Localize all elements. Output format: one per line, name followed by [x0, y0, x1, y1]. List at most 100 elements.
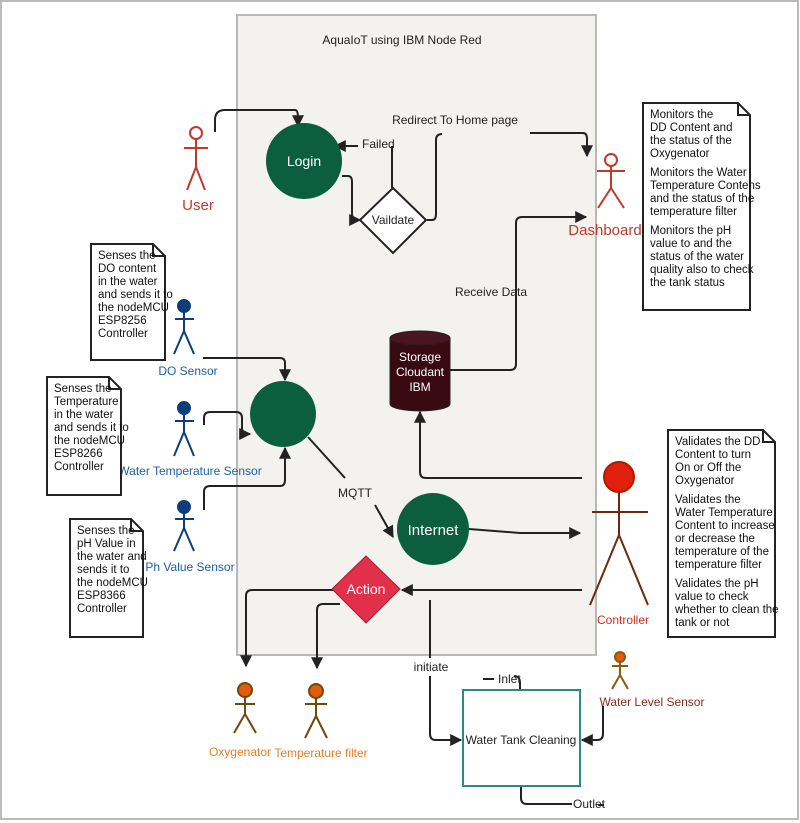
edge-action-oxygenator	[240, 589, 333, 668]
edge-temp-hub	[203, 411, 252, 440]
edge-initiate-tank	[429, 600, 461, 740]
note-line: and sends it to	[54, 422, 129, 434]
water-tank-node: Water Tank Cleaning	[462, 689, 581, 787]
label-redirect: Redirect To Home page	[392, 113, 518, 127]
note-line: and sends it to	[98, 289, 173, 301]
label-initiate: initiate	[414, 660, 449, 674]
temperature-filter-label: Temperature filter	[274, 746, 367, 760]
actor-water-temperature-sensor: Water Temperature Sensor	[118, 401, 262, 478]
edge-to-dashboard	[530, 132, 593, 158]
note-line: DO content	[98, 263, 157, 275]
actor-temperature-filter: Temperature filter	[274, 683, 368, 760]
stick-figure-icon	[304, 683, 328, 739]
actor-user: User	[182, 126, 214, 214]
validate-node: Vaildate	[358, 186, 428, 255]
internet-node: Internet	[397, 493, 469, 565]
note-line: status of the water	[650, 251, 744, 263]
dashboard-label: Dashboard	[568, 222, 641, 239]
edge-controller-storage	[414, 410, 582, 479]
edge-action-temperature-filter	[311, 603, 340, 670]
internet-label: Internet	[408, 522, 460, 539]
note-line: Oxygenator	[675, 475, 735, 487]
note-line: the tank status	[650, 277, 725, 289]
note-line: sends it to	[77, 564, 129, 576]
note-line: Monitors the	[650, 109, 713, 121]
edge-user-login	[214, 109, 304, 132]
note-line: Validates the DD	[675, 436, 760, 448]
water-temperature-sensor-label: Water Temperature Sensor	[118, 464, 261, 478]
edge-do-hub	[203, 357, 291, 382]
stick-figure-icon	[611, 651, 629, 690]
note-line: temperature of the	[675, 546, 769, 558]
actor-water-level-sensor: Water Level Sensor	[600, 651, 705, 709]
edge-hub-internet	[307, 436, 393, 537]
note-line: ESP8256	[98, 315, 147, 327]
label-inlet: Inlet	[498, 672, 521, 686]
storage-label-line: Storage	[399, 350, 441, 364]
note-line: the status of the	[650, 135, 732, 147]
storage-label-line: IBM	[409, 380, 430, 394]
note-line: Water Temperature	[675, 507, 773, 519]
note-line: DD Content and	[650, 122, 732, 134]
oxygenator-label: Oxygenator	[209, 745, 271, 759]
note-line: the water and	[77, 551, 147, 563]
controller-label: Controller	[597, 613, 649, 627]
stick-figure-icon	[589, 461, 649, 606]
note-line: Content to turn	[675, 449, 751, 461]
stick-figure-icon	[173, 500, 195, 552]
note-line: Senses the	[77, 525, 135, 537]
stick-figure-icon	[233, 682, 257, 734]
note-line: Controller	[98, 328, 148, 340]
edge-ph-hub	[203, 446, 291, 510]
note-line: in the water	[98, 276, 158, 288]
note-line: Monitors the pH	[650, 225, 731, 237]
note-line: value to and the	[650, 238, 732, 250]
actor-ph-sensor: Ph Value Sensor	[145, 500, 235, 574]
user-label: User	[182, 197, 214, 214]
edge-internet-controller	[468, 527, 582, 539]
label-outlet: Outlet	[573, 797, 606, 811]
note-line: Validates the	[675, 494, 741, 506]
note-line: the nodeMCU	[54, 435, 125, 447]
note-line: and the status of the	[650, 193, 754, 205]
note-line: whether to clean the	[674, 604, 779, 616]
note-line: quality also to check	[650, 264, 754, 276]
note-line: in the water	[54, 409, 114, 421]
label-mqtt: MQTT	[338, 486, 373, 500]
label-failed: Failed	[362, 137, 395, 151]
edge-outlet	[520, 786, 604, 806]
note-line: temperature filter	[650, 206, 737, 218]
ph-sensor-label: Ph Value Sensor	[145, 560, 234, 574]
note-line: value to check	[675, 591, 749, 603]
stick-figure-icon	[597, 153, 625, 209]
actor-do-sensor: DO Sensor	[158, 299, 218, 378]
mqtt-hub-node	[250, 381, 316, 447]
note-line: tank or not	[675, 617, 730, 629]
note-line: Temperature Contens	[650, 180, 761, 192]
water-level-sensor-label: Water Level Sensor	[600, 695, 705, 709]
action-node: Action	[331, 555, 401, 624]
note-line: Senses the	[98, 250, 156, 262]
label-receive-data: Receive Data	[455, 285, 527, 299]
login-node: Login	[266, 123, 342, 199]
note-line: Content to increase	[675, 520, 775, 532]
note-line: Controller	[54, 461, 104, 473]
note-line: the nodeMCU	[98, 302, 169, 314]
note-line: Controller	[77, 603, 127, 615]
note-line: Senses the	[54, 383, 112, 395]
note-line: Monitors the Water	[650, 167, 747, 179]
actor-controller: Controller	[589, 461, 649, 627]
note-line: Validates the pH	[675, 578, 759, 590]
tank-label: Water Tank Cleaning	[466, 733, 577, 747]
do-sensor-label: DO Sensor	[158, 364, 217, 378]
validate-label: Vaildate	[372, 213, 415, 227]
stick-figure-icon	[184, 126, 208, 191]
note-line: On or Off the	[675, 462, 741, 474]
